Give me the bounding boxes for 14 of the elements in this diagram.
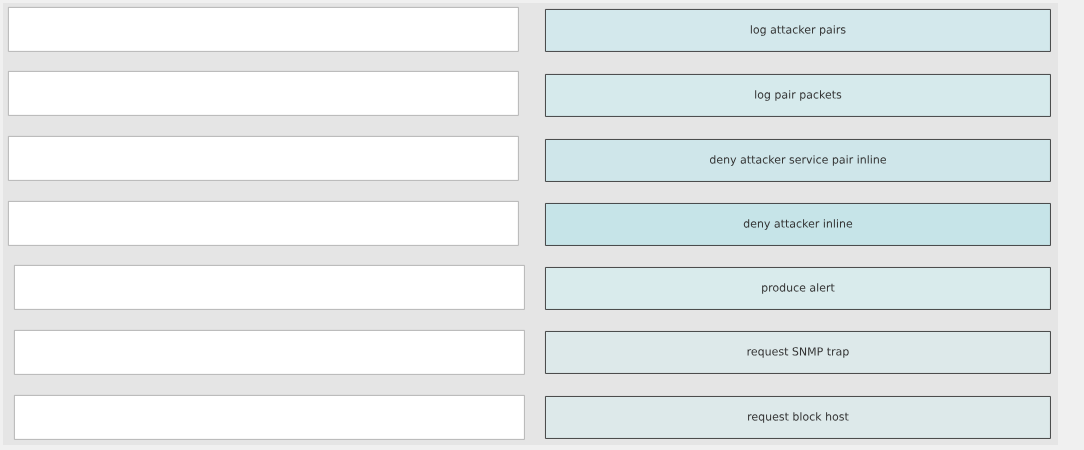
option-box: log pair packets xyxy=(545,74,1051,117)
option-box: request SNMP trap xyxy=(545,331,1051,374)
option-box: deny attacker inline xyxy=(545,203,1051,246)
answer-box xyxy=(14,395,525,440)
answer-box xyxy=(14,265,525,310)
option-box: deny attacker service pair inline xyxy=(545,139,1051,182)
answer-box xyxy=(8,136,519,181)
answer-box xyxy=(8,201,519,246)
answer-box xyxy=(8,7,519,52)
answer-box xyxy=(14,330,525,375)
option-box: produce alert xyxy=(545,267,1051,310)
answer-box xyxy=(8,71,519,116)
option-box: log attacker pairs xyxy=(545,9,1051,52)
option-box: request block host xyxy=(545,396,1051,439)
